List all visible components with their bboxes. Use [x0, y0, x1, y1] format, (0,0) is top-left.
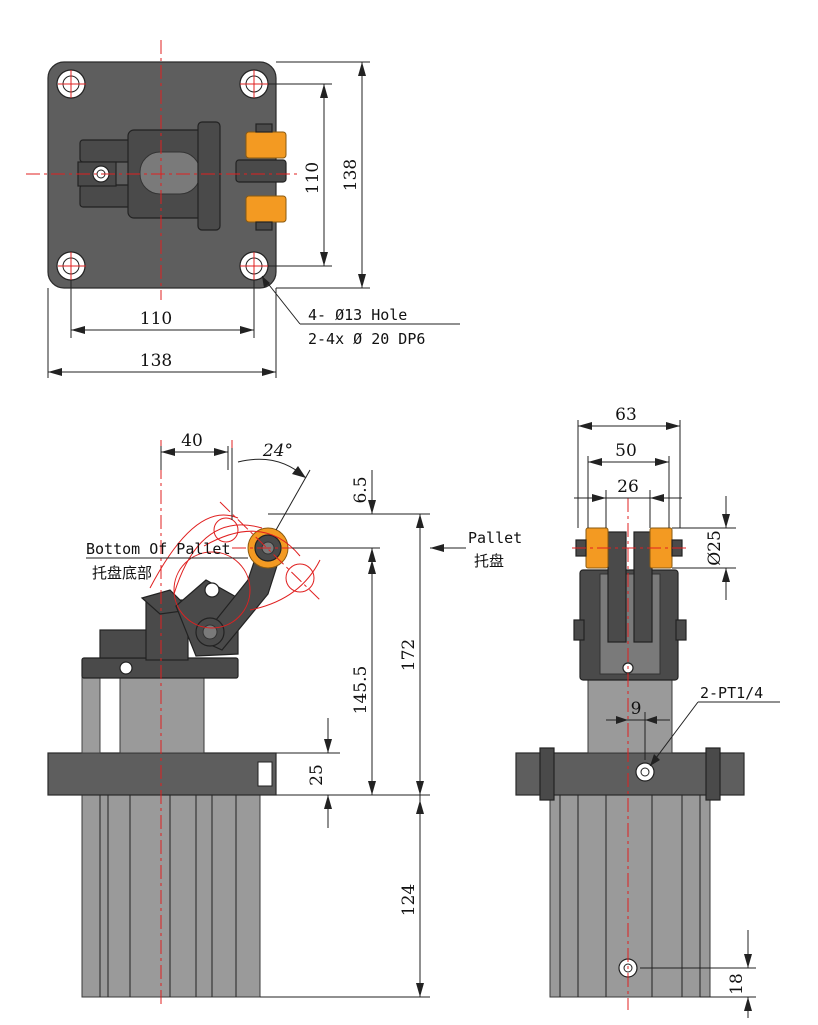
top-view-dims-bottom: 110 138 [47, 280, 277, 378]
swing-phantom [149, 514, 321, 629]
label-pallet-bottom-en: Bottom Of Pallet [86, 540, 231, 558]
roller-top [245, 131, 287, 159]
label-pallet-bottom-cn: 托盘底部 [92, 564, 152, 582]
dim-port-offset: 9 [631, 699, 642, 719]
front-view: 40 24° 6.5 145.5 172 25 [47, 431, 522, 1005]
hole-spec-line2: 2-4x Ø 20 DP6 [308, 330, 425, 348]
dim-total-height: 172 [399, 639, 419, 671]
dim-roller-span: 50 [615, 441, 637, 461]
dim-roller-span-outer: 63 [615, 405, 637, 425]
dim-bottom-port-height: 18 [727, 973, 747, 995]
label-pallet-en: Pallet [468, 529, 522, 547]
label-port-spec: 2-PT1/4 [700, 684, 763, 702]
label-pallet-cn: 托盘 [474, 552, 504, 570]
hole-spec-line1: 4- Ø13 Hole [308, 306, 407, 324]
dim-roller-top: 6.5 [351, 476, 371, 503]
hole-callout: 4- Ø13 Hole 2-4x Ø 20 DP6 [261, 275, 460, 348]
cylinder-body [81, 794, 261, 998]
top-view: 110 138 110 138 4- Ø13 Hole 2-4x Ø 20 DP… [26, 40, 460, 378]
dim-top-height-outer: 138 [341, 159, 361, 191]
end-view: 63 50 26 Ø25 9 2-PT1/4 [515, 405, 780, 1018]
dim-swing-angle: 24° [262, 441, 293, 461]
dim-top-height-holes: 110 [303, 162, 323, 194]
dim-stroke-height: 145.5 [351, 666, 371, 715]
top-view-dims-right: 110 138 [268, 61, 370, 289]
flange [47, 752, 277, 796]
dim-top-width-holes: 110 [140, 309, 172, 329]
dim-roller-offset: 40 [181, 431, 203, 451]
roller-bottom [245, 195, 287, 223]
dim-roller-gap: 26 [617, 477, 639, 497]
dim-roller-diameter: Ø25 [705, 530, 725, 566]
dim-top-width-outer: 138 [140, 351, 172, 371]
dim-flange-thickness: 25 [307, 764, 327, 786]
dim-cylinder-length: 124 [399, 884, 419, 916]
